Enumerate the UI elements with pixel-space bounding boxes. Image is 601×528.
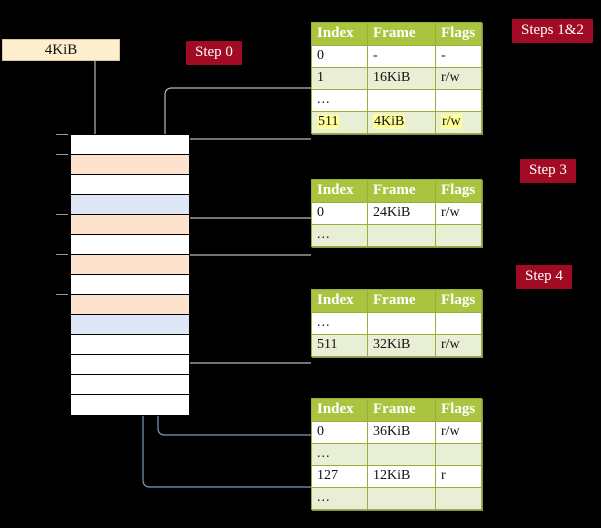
memory-frame-tick bbox=[56, 154, 68, 155]
table-cell-frame: 32KiB bbox=[367, 334, 436, 357]
table-row: 0-- bbox=[311, 45, 482, 68]
table-cell-flags bbox=[435, 443, 482, 466]
memory-frame-row bbox=[71, 255, 189, 275]
table-cell-index: 511 bbox=[311, 111, 368, 134]
memory-frame-row bbox=[71, 335, 189, 355]
badge-step-4: Step 4 bbox=[516, 265, 572, 289]
column-header-index: Index bbox=[311, 179, 368, 203]
table-cell-index: 0 bbox=[311, 45, 368, 68]
memory-frame-row bbox=[71, 155, 189, 175]
table-cell-flags: r bbox=[435, 465, 482, 488]
table-cell-frame: - bbox=[367, 45, 436, 68]
table-cell-flags: r/w bbox=[435, 421, 482, 444]
table-cell-flags: r/w bbox=[435, 334, 482, 357]
table-cell-frame bbox=[367, 89, 436, 112]
memory-frame-row bbox=[71, 395, 189, 415]
column-header-frame: Frame bbox=[367, 22, 436, 46]
table-row: ... bbox=[311, 312, 482, 335]
table-cell-index: 127 bbox=[311, 465, 368, 488]
memory-frame-row bbox=[71, 375, 189, 395]
physical-memory-column bbox=[70, 134, 190, 416]
memory-frame-tick bbox=[56, 294, 68, 295]
table-cell-flags: r/w bbox=[435, 202, 482, 225]
column-header-flags: Flags bbox=[435, 289, 482, 313]
table-cell-flags: - bbox=[435, 45, 482, 68]
column-header-flags: Flags bbox=[435, 22, 482, 46]
column-header-index: Index bbox=[311, 22, 368, 46]
table-cell-flags: r/w bbox=[435, 111, 482, 134]
table-cell-flags bbox=[435, 312, 482, 335]
memory-frame-row bbox=[71, 195, 189, 215]
badge-steps-1-2: Steps 1&2 bbox=[512, 19, 593, 43]
memory-frame-row bbox=[71, 235, 189, 255]
memory-frame-row bbox=[71, 315, 189, 335]
table-cell-frame: 36KiB bbox=[367, 421, 436, 444]
table-cell-flags bbox=[435, 487, 482, 510]
table-row: ... bbox=[311, 487, 482, 510]
wire-l3-row0-to-mem bbox=[177, 217, 311, 250]
wire-l2-row511-to-mem bbox=[181, 324, 311, 364]
badge-step-3: Step 3 bbox=[520, 159, 576, 183]
column-header-index: Index bbox=[311, 398, 368, 422]
table-cell-flags: r/w bbox=[435, 67, 482, 90]
column-header-frame: Frame bbox=[367, 398, 436, 422]
table-cell-frame bbox=[367, 224, 436, 247]
column-header-flags: Flags bbox=[435, 398, 482, 422]
memory-frame-tick bbox=[56, 134, 68, 135]
table-row: ... bbox=[311, 89, 482, 112]
badge-step-0: Step 0 bbox=[186, 41, 242, 65]
memory-frame-tick bbox=[56, 254, 68, 255]
table-cell-index: ... bbox=[311, 312, 368, 335]
table-cell-frame: 12KiB bbox=[367, 465, 436, 488]
table-cell-index: ... bbox=[311, 487, 368, 510]
memory-frame-row bbox=[71, 295, 189, 315]
table-cell-index: 0 bbox=[311, 202, 368, 225]
table-cell-index: ... bbox=[311, 224, 368, 247]
page-4kib-label: 4KiB bbox=[44, 42, 78, 58]
table-cell-frame bbox=[367, 312, 436, 335]
column-header-frame: Frame bbox=[367, 289, 436, 313]
table-cell-index: 0 bbox=[311, 421, 368, 444]
column-header-index: Index bbox=[311, 289, 368, 313]
memory-frame-row bbox=[71, 175, 189, 195]
table-cell-index: 1 bbox=[311, 67, 368, 90]
table-cell-flags bbox=[435, 89, 482, 112]
table-cell-frame bbox=[367, 487, 436, 510]
table-cell-flags bbox=[435, 224, 482, 247]
table-cell-frame bbox=[367, 443, 436, 466]
memory-frame-row bbox=[71, 215, 189, 235]
memory-frame-row bbox=[71, 355, 189, 375]
column-header-frame: Frame bbox=[367, 179, 436, 203]
table-cell-frame: 4KiB bbox=[367, 111, 436, 134]
table-cell-index: 511 bbox=[311, 334, 368, 357]
memory-frame-row bbox=[71, 135, 189, 155]
page-4kib-box: 4KiB bbox=[2, 39, 120, 61]
wire-l3-down-to-mem6 bbox=[181, 254, 311, 290]
table-cell-frame: 16KiB bbox=[367, 67, 436, 90]
table-cell-index: ... bbox=[311, 89, 368, 112]
table-row: ... bbox=[311, 224, 482, 247]
memory-frame-row bbox=[71, 275, 189, 295]
table-cell-index: ... bbox=[311, 443, 368, 466]
table-cell-frame: 24KiB bbox=[367, 202, 436, 225]
table-row: ... bbox=[311, 443, 482, 466]
memory-frame-tick bbox=[56, 214, 68, 215]
column-header-flags: Flags bbox=[435, 179, 482, 203]
